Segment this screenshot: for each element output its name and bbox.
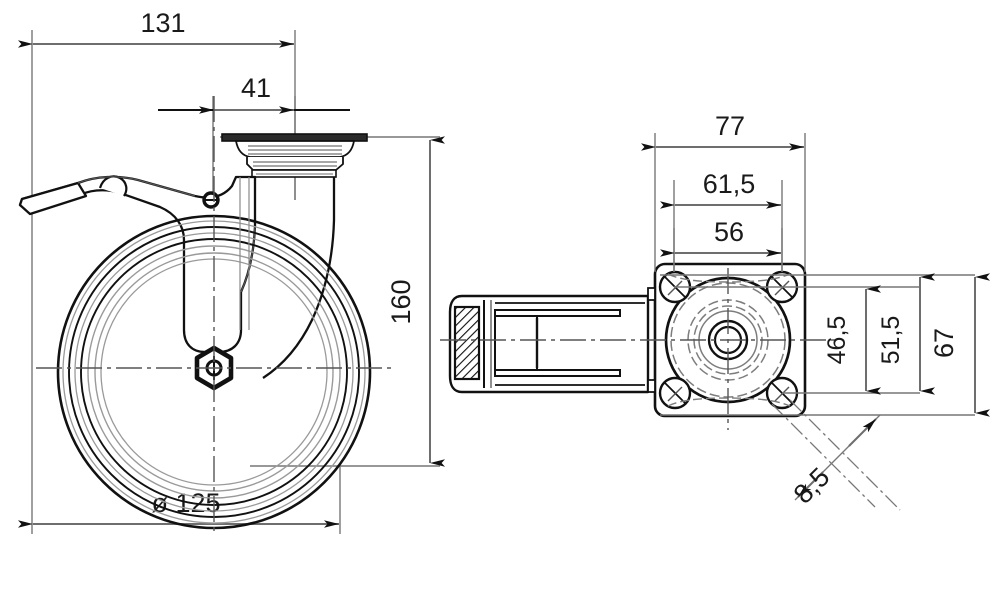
fork-rivet	[202, 191, 220, 209]
centre-lines-front	[36, 96, 392, 534]
dim-swivel-offset: 41	[158, 73, 350, 114]
dim-overall-height: 160	[386, 136, 445, 467]
dim-plate-width: 77	[641, 111, 804, 151]
dim-hole-spacing-y-outer-label: 51,5	[877, 316, 905, 365]
front-elevation-view: 131 41 160 ø 125	[18, 8, 445, 534]
extension-lines-top	[654, 133, 975, 416]
hidden-lines-front	[239, 177, 250, 330]
dim-hole-spacing-x-outer: 61,5	[660, 169, 781, 209]
dim-overall-height-label: 160	[386, 279, 416, 324]
centre-lines-top	[440, 268, 840, 430]
dim-wheel-diameter: ø 125	[18, 488, 339, 528]
wheel-front	[56, 214, 372, 530]
top-plate-view: 77 61,5 56 46,5 51,5 67	[440, 111, 990, 511]
mounting-plate-front	[221, 133, 368, 178]
dim-wheel-diameter-label: ø 125	[151, 488, 220, 518]
dim-plate-depth: 67	[929, 273, 990, 417]
dim-hole-spacing-x-inner: 56	[660, 217, 781, 257]
wheel-tread-hatch	[456, 308, 478, 378]
dim-hole-spacing-x-outer-label: 61,5	[703, 169, 756, 199]
dim-plate-depth-label: 67	[929, 328, 959, 358]
dim-swivel-offset-label: 41	[241, 73, 271, 103]
dim-hole-spacing-y-inner-label: 46,5	[823, 316, 851, 365]
dim-hole-spacing-y-outer: 51,5	[877, 273, 935, 395]
dim-overall-width-label: 131	[140, 8, 185, 38]
dim-hole-spacing-y-inner: 46,5	[823, 285, 881, 395]
dim-plate-width-label: 77	[715, 111, 745, 141]
bolt-hole	[658, 376, 692, 410]
dim-hole-spacing-x-inner-label: 56	[714, 217, 744, 247]
dim-overall-width: 131	[18, 8, 294, 48]
brake-lever	[18, 175, 196, 216]
wheel-edge-profile	[448, 294, 650, 394]
